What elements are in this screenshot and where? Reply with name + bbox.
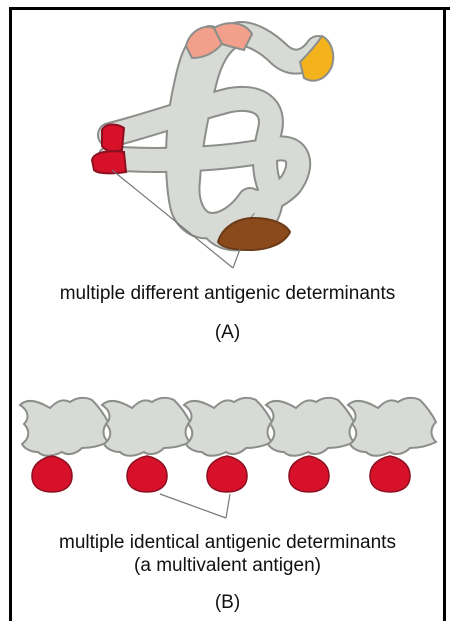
determinant-yellow [300, 36, 333, 81]
determinant-b-3 [207, 456, 247, 492]
pointer-line-a2 [233, 249, 240, 268]
caption-a: multiple different antigenic determinant… [12, 283, 443, 305]
pointer-line-b2 [226, 494, 230, 518]
subunit-2 [102, 398, 190, 456]
subunit-4 [266, 398, 354, 456]
determinant-red-2 [92, 151, 126, 173]
determinant-b-2 [127, 456, 167, 492]
caption-b-line-1: multiple identical antigenic determinant… [12, 532, 443, 554]
subunit-5 [348, 398, 436, 456]
folded-protein-chain [92, 23, 333, 268]
subunit-1 [20, 398, 108, 456]
caption-b-line-2: (a multivalent antigen) [12, 555, 443, 577]
subunit-3 [184, 398, 272, 456]
label-b: (B) [12, 592, 443, 614]
determinant-b-1 [32, 456, 72, 492]
pointer-line-b1 [160, 494, 226, 518]
determinant-b-4 [289, 456, 329, 492]
label-a: (A) [12, 322, 443, 344]
determinant-red-1 [102, 125, 124, 152]
multivalent-antigen-row [20, 398, 436, 518]
determinant-b-5 [370, 456, 410, 492]
